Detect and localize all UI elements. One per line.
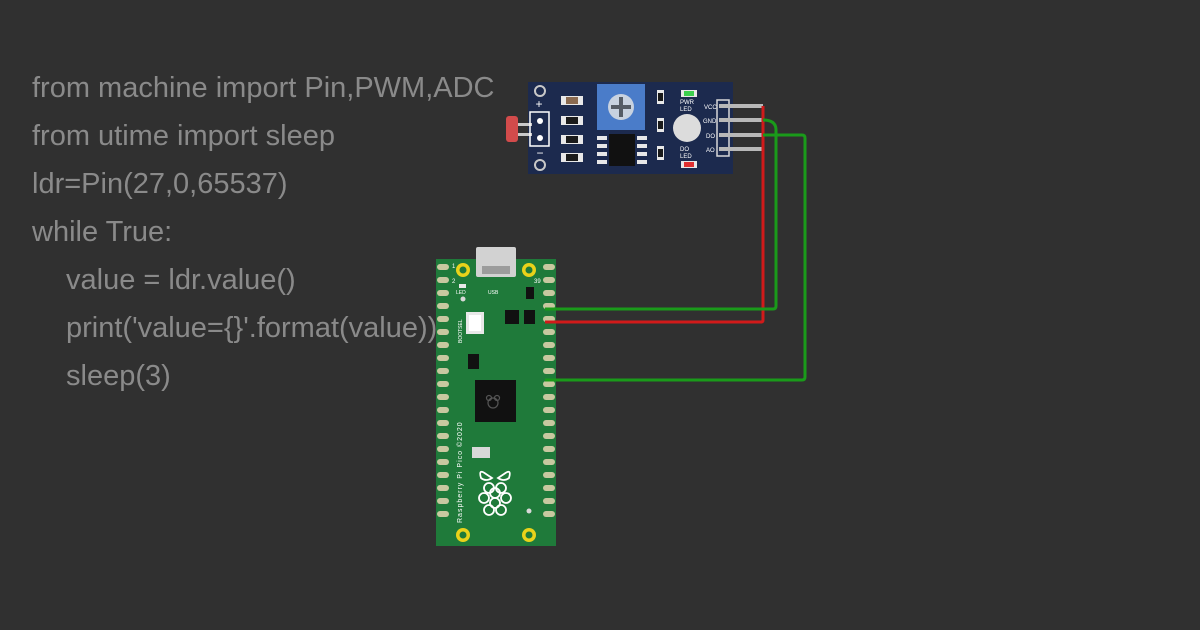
- pin-label-do: DO: [706, 134, 715, 140]
- code-line: ldr=Pin(27,0,65537): [32, 168, 288, 200]
- photoresistor-leg: [518, 133, 532, 136]
- minus-label: −: [536, 146, 543, 160]
- pin-39-label: 39: [534, 279, 541, 285]
- photoresistor: [506, 116, 518, 142]
- onboard-led: [459, 284, 466, 288]
- pin-ao[interactable]: [719, 147, 763, 151]
- left-pin-row: [437, 264, 449, 517]
- do-led-label-line1: DO: [680, 147, 689, 153]
- code-line: while True:: [32, 216, 173, 248]
- ldr-window: [673, 114, 701, 142]
- led-label: LED: [456, 290, 466, 296]
- wire-vcc[interactable]: [545, 106, 765, 324]
- smd-part: [505, 310, 519, 324]
- smd-part: [526, 287, 534, 299]
- comparator-chip: [609, 134, 635, 166]
- pin-2-label: 2: [452, 279, 456, 285]
- pin-do[interactable]: [719, 133, 763, 137]
- pwr-led-label-line2: LED: [680, 107, 692, 113]
- chip-pins: [597, 136, 647, 164]
- test-pad: [460, 296, 466, 302]
- code-line: from machine import Pin,PWM,ADC: [32, 72, 495, 104]
- code-overlay: from machine import Pin,PWM,ADC from utim…: [32, 68, 495, 404]
- test-pad: [526, 508, 532, 514]
- do-led-label-line2: LED: [680, 154, 692, 160]
- code-line: sleep(3): [66, 360, 171, 392]
- pwr-led-label-line1: PWR: [680, 100, 695, 106]
- raspberry-pi-pico[interactable]: 1 2 39 LED USB BOOTSEL Raspbe: [436, 247, 556, 546]
- pin-1-label: 1: [452, 264, 456, 270]
- pin-label-ao: AO: [706, 148, 715, 154]
- socket-pad: [537, 135, 543, 141]
- photoresistor-socket: [529, 111, 550, 147]
- code-line: from utime import sleep: [32, 120, 335, 152]
- photoresistor-leg: [518, 123, 532, 126]
- board-name-label: Raspberry Pi Pico ©2020: [456, 421, 464, 523]
- smd-part: [524, 310, 535, 324]
- raspberry-logo: [478, 470, 512, 516]
- chip-logo: [485, 394, 501, 409]
- socket-pad: [537, 118, 543, 124]
- smd-part: [472, 447, 490, 458]
- code-line: print('value={}'.format(value)): [66, 312, 438, 344]
- pin-vcc[interactable]: [719, 104, 763, 108]
- ldr-sensor-module[interactable]: + −: [506, 82, 763, 174]
- pin-label-vcc: VCC: [704, 105, 717, 111]
- code-line: value = ldr.value(): [66, 264, 296, 296]
- rp2040-chip: [475, 380, 516, 422]
- wire-do[interactable]: [545, 133, 807, 382]
- bootsel-label: BOOTSEL: [458, 319, 464, 343]
- mounting-hole: [534, 159, 546, 171]
- smd-part: [468, 354, 479, 369]
- pin-header: [716, 99, 730, 157]
- plus-label: +: [535, 97, 542, 111]
- wire-gnd[interactable]: [545, 118, 778, 311]
- mounting-hole: [534, 85, 546, 97]
- pin-label-gnd: GND: [703, 119, 717, 125]
- pin-gnd[interactable]: [719, 118, 763, 122]
- usb-label: USB: [488, 290, 499, 296]
